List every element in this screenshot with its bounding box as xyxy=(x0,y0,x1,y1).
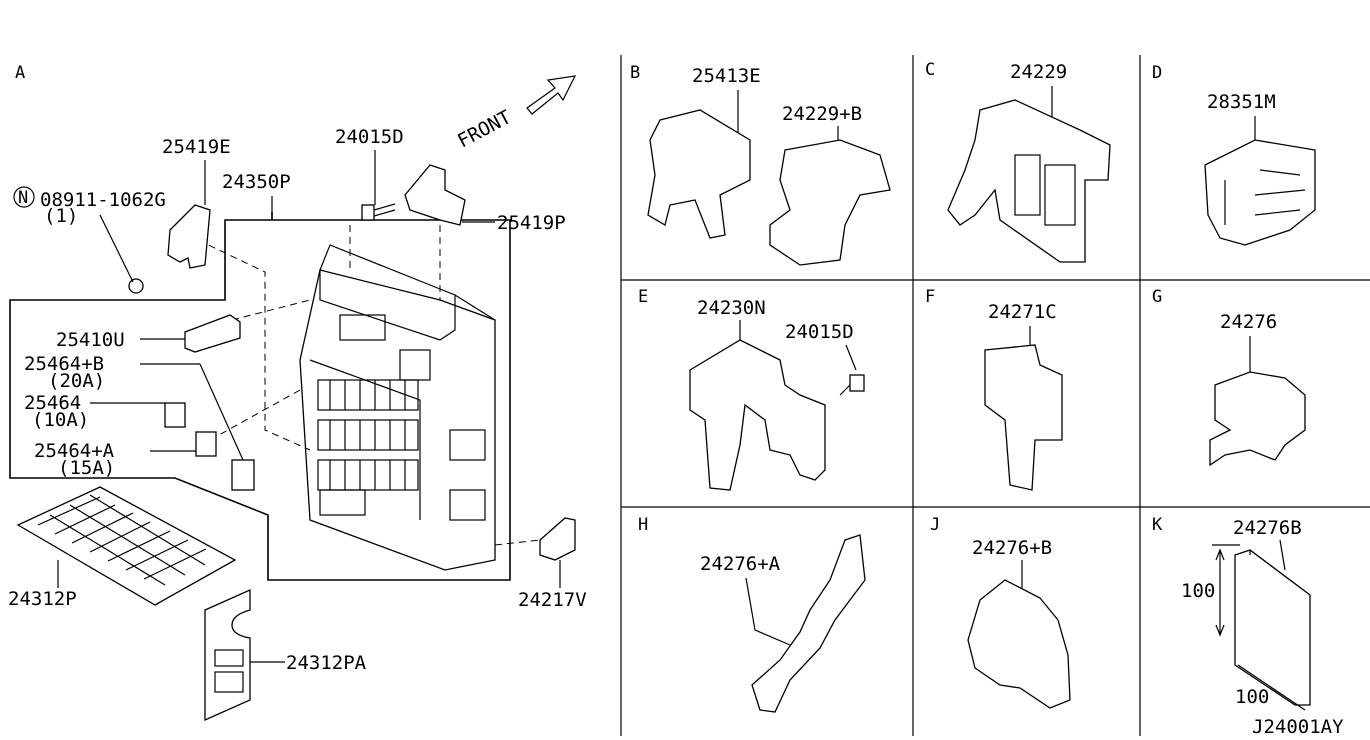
part-24229b xyxy=(769,139,891,266)
section-label-e: E xyxy=(638,287,648,307)
section-label-a: A xyxy=(15,63,25,83)
label-25410u: 25410U xyxy=(56,329,125,351)
panel-h: H 24276+A xyxy=(638,515,866,713)
section-label-d: D xyxy=(1152,63,1162,83)
panel-j: J 24276+B xyxy=(930,515,1071,709)
bracket-25419p xyxy=(404,164,466,226)
label-24015d-e: 24015D xyxy=(785,321,854,343)
bolt-icon xyxy=(361,203,396,221)
section-label-g: G xyxy=(1152,287,1162,307)
fuse-10a xyxy=(164,402,186,428)
label-08911: 08911-1062G xyxy=(40,189,166,211)
panel-k: K 24276B 100 100 xyxy=(1152,515,1311,711)
label-24312pa: 24312PA xyxy=(286,652,367,674)
label-08911-qty: (1) xyxy=(44,205,78,227)
front-label: FRONT xyxy=(454,106,515,152)
label-24015d-a: 24015D xyxy=(335,126,404,148)
panel-f: F 24271C xyxy=(925,287,1063,491)
nut-symbol-circle xyxy=(13,186,35,208)
label-25464a-amp: (15A) xyxy=(58,457,115,479)
section-label-b: B xyxy=(630,63,640,83)
label-24350p: 24350P xyxy=(222,171,291,193)
part-24276a xyxy=(751,534,866,713)
panel-b: B 25413E 24229+B xyxy=(630,63,891,266)
panel-grid xyxy=(620,55,1370,736)
label-25413e: 25413E xyxy=(692,65,761,87)
diagram-id: J24001AY xyxy=(1252,716,1344,736)
label-28351m: 28351M xyxy=(1207,91,1276,113)
panel-e: E 24230N 24015D xyxy=(638,287,865,491)
panel-d: D 28351M xyxy=(1152,63,1316,246)
label-24276a: 24276+A xyxy=(700,553,781,575)
clip-24217v xyxy=(539,517,576,561)
label-25419e: 25419E xyxy=(162,136,231,158)
part-24276 xyxy=(1209,371,1306,467)
fuse-box-body xyxy=(299,244,496,571)
front-arrow: FRONT xyxy=(454,75,577,152)
section-label-h: H xyxy=(638,515,648,535)
label-25464a: 25464+A xyxy=(34,440,115,462)
projection-lines xyxy=(197,225,441,451)
panel-a: A FRONT xyxy=(8,63,587,722)
part-28351m xyxy=(1204,139,1316,246)
section-label-k: K xyxy=(1152,515,1163,535)
label-25464b-amp: (20A) xyxy=(48,370,105,392)
nut-icon xyxy=(128,278,144,294)
label-card-24312pa xyxy=(204,588,251,722)
label-25464b: 25464+B xyxy=(24,353,104,375)
dim-width-value: 100 xyxy=(1235,686,1269,708)
dim-height-value: 100 xyxy=(1181,580,1215,602)
label-24229: 24229 xyxy=(1010,61,1067,83)
bolt-icon-e xyxy=(849,374,865,392)
label-24276: 24276 xyxy=(1220,311,1277,333)
label-24271c: 24271C xyxy=(988,301,1057,323)
part-24276b-k xyxy=(1234,549,1311,706)
label-25419p: 25419P xyxy=(497,212,566,234)
label-24229b: 24229+B xyxy=(782,103,862,125)
panel-c: C 24229 xyxy=(925,60,1111,263)
section-label-c: C xyxy=(925,60,935,80)
part-24230n xyxy=(689,339,826,491)
label-24276b-j: 24276+B xyxy=(972,537,1052,559)
section-label-j: J xyxy=(930,515,940,535)
section-label-f: F xyxy=(925,287,935,307)
dim-line-width xyxy=(1237,664,1306,711)
label-24230n: 24230N xyxy=(697,297,766,319)
bracket-25419e xyxy=(167,204,211,269)
label-24276b-k: 24276B xyxy=(1233,517,1302,539)
part-24276b-j xyxy=(967,579,1071,709)
label-24312p: 24312P xyxy=(8,588,77,610)
label-25464-amp: (10A) xyxy=(32,409,89,431)
relay-25410u xyxy=(184,314,241,353)
part-25413e xyxy=(647,109,751,239)
label-sheet-24312p xyxy=(16,486,237,606)
part-24271c xyxy=(984,344,1063,491)
nut-symbol: N xyxy=(18,188,28,208)
label-25464: 25464 xyxy=(24,392,81,414)
panel-g: G 24276 xyxy=(1152,287,1306,467)
part-24229 xyxy=(947,99,1111,263)
fuse-20a xyxy=(231,459,255,491)
label-24217v: 24217V xyxy=(518,589,587,611)
fuse-15a xyxy=(195,431,217,457)
